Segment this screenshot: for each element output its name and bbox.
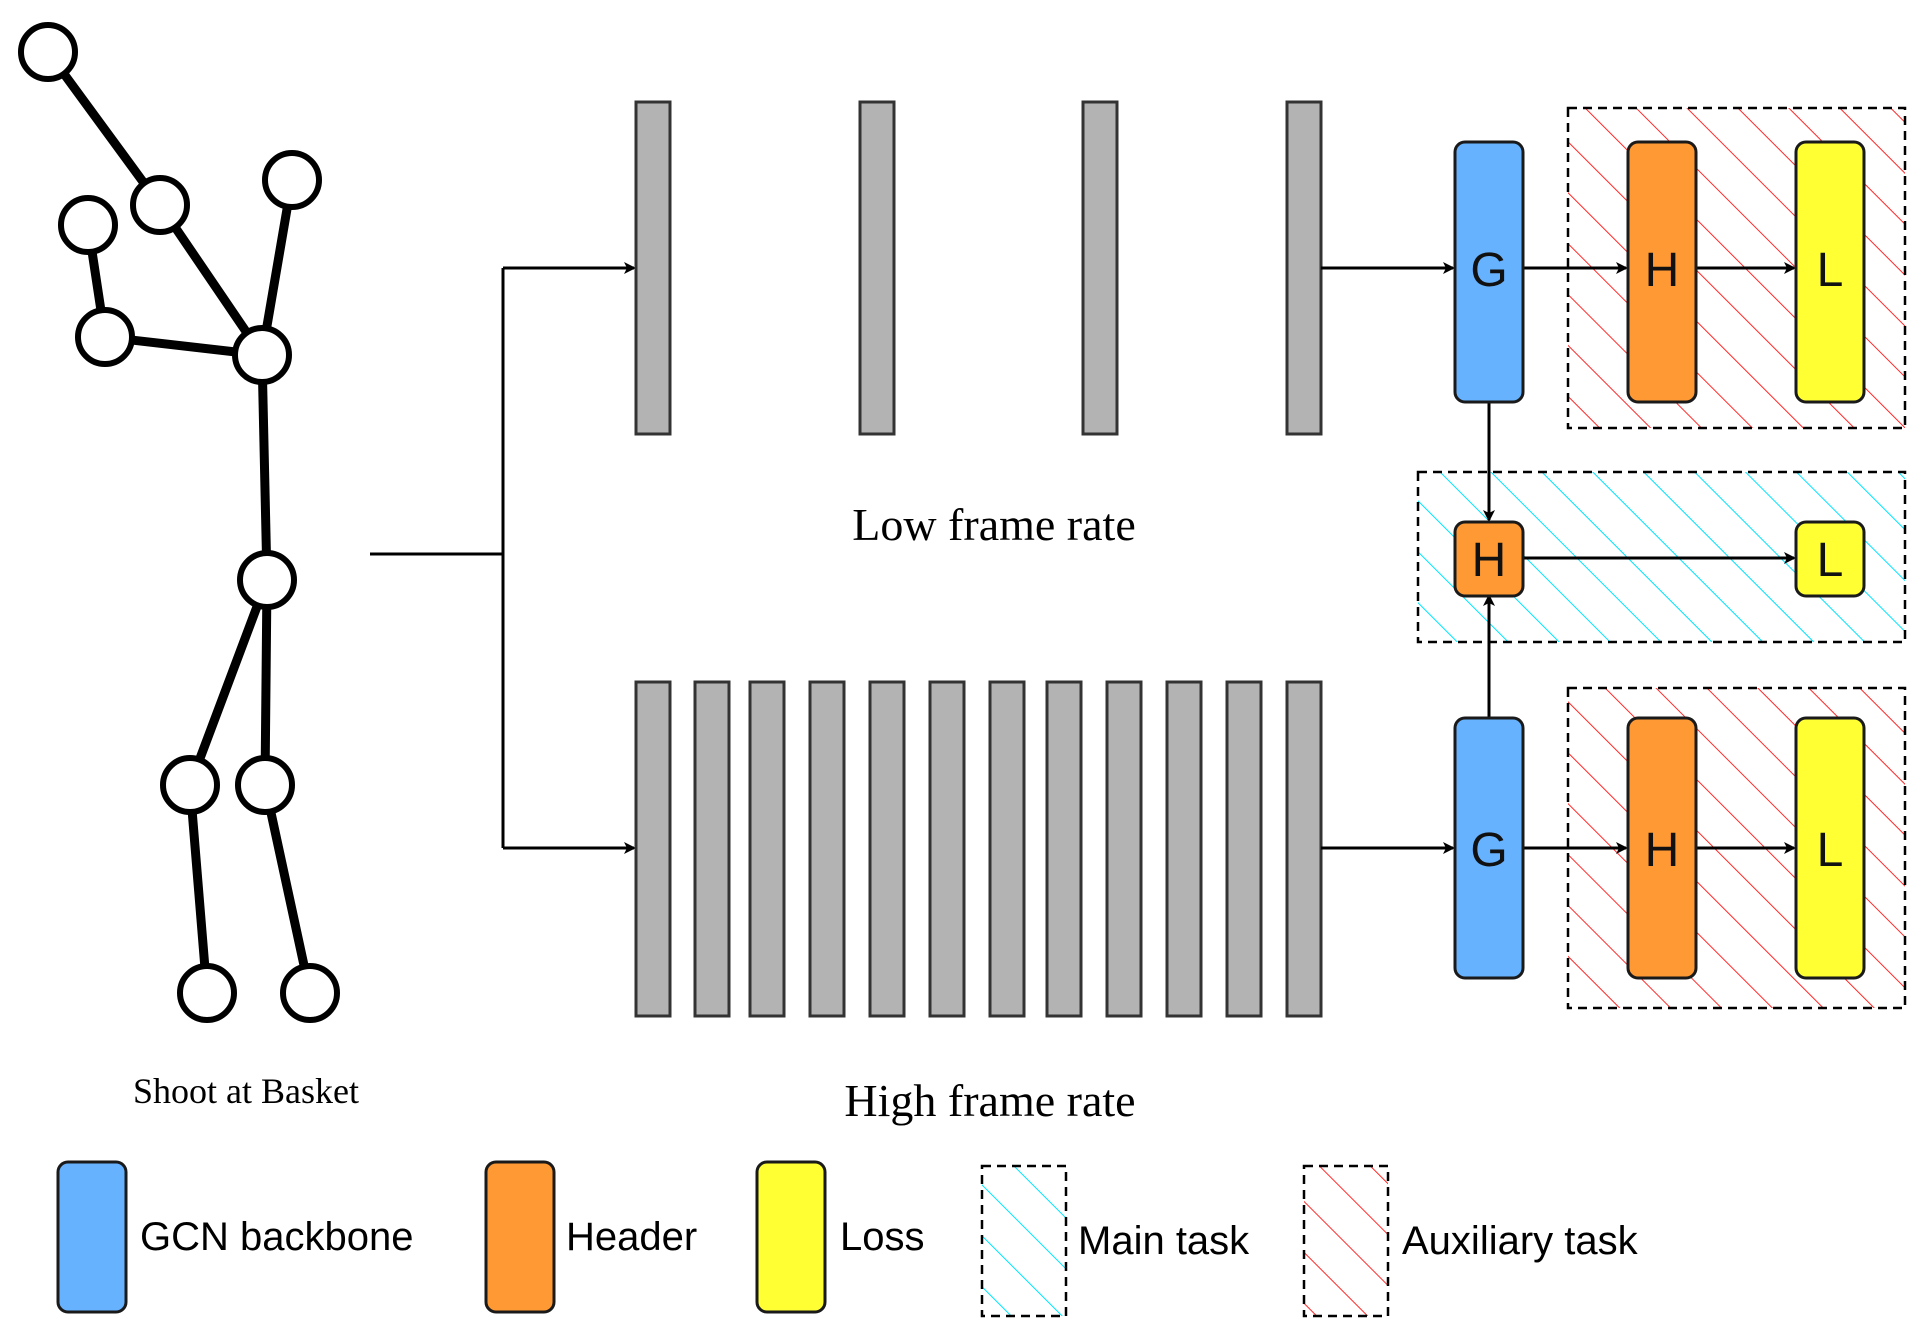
frame-bar bbox=[1045, 680, 1083, 1018]
frame-bar bbox=[1105, 680, 1143, 1018]
main-header-block: H bbox=[1453, 520, 1525, 598]
frame-bar bbox=[1165, 680, 1203, 1018]
skeleton-joint bbox=[237, 550, 297, 610]
legend-label-auxiliary-task: Auxiliary task bbox=[1402, 1219, 1639, 1263]
legend-label-header: Header bbox=[566, 1215, 697, 1259]
legend-label-backbone: GCN backbone bbox=[140, 1215, 413, 1259]
frame-bar bbox=[1285, 680, 1323, 1018]
high-header-letter: H bbox=[1645, 824, 1680, 877]
high-header-block: H bbox=[1626, 716, 1698, 980]
skeleton-joint bbox=[18, 22, 78, 82]
skeleton-joint bbox=[177, 963, 237, 1023]
skeleton-joint bbox=[75, 307, 135, 367]
skeleton-bone bbox=[185, 780, 212, 998]
skeleton-joint bbox=[232, 325, 292, 385]
high-loss-block: L bbox=[1794, 716, 1866, 980]
skeleton-joint bbox=[130, 175, 190, 235]
frame-bar bbox=[1225, 680, 1263, 1018]
split-connector bbox=[370, 262, 636, 854]
skeleton-bone bbox=[260, 780, 315, 998]
low-frame-rate-frames bbox=[634, 100, 1323, 436]
frame-bar bbox=[808, 680, 846, 1018]
frame-bar bbox=[928, 680, 966, 1018]
legend-swatch-loss bbox=[755, 1160, 827, 1314]
high-frame-rate-frames bbox=[634, 680, 1323, 1018]
high-loss-letter: L bbox=[1817, 824, 1844, 877]
skeleton-joint bbox=[280, 963, 340, 1023]
high-backbone-letter: G bbox=[1470, 824, 1507, 877]
skeleton-bone bbox=[43, 47, 165, 210]
skeleton-bone bbox=[257, 350, 272, 585]
legend-item-main-task: Main task bbox=[980, 1164, 1250, 1318]
frame-bar bbox=[1285, 100, 1323, 436]
skeleton-joint bbox=[262, 150, 322, 210]
legend-item-loss: Loss bbox=[755, 1160, 925, 1314]
legend-swatch-backbone bbox=[56, 1160, 128, 1314]
legend-label-loss: Loss bbox=[840, 1215, 925, 1259]
skeleton-bone bbox=[260, 575, 272, 790]
frame-bar bbox=[748, 680, 786, 1018]
skeleton-joints bbox=[18, 22, 340, 1023]
skeleton-caption: Shoot at Basket bbox=[133, 1071, 359, 1111]
legend-item-backbone: GCN backbone bbox=[56, 1160, 413, 1314]
skeleton-bone bbox=[185, 575, 272, 790]
frame-bar bbox=[868, 680, 906, 1018]
legend-swatch-main-task bbox=[980, 1164, 1068, 1318]
frame-bar bbox=[634, 100, 672, 436]
main-loss-block: L bbox=[1794, 520, 1866, 598]
skeleton-joint bbox=[160, 755, 220, 815]
skeleton-bone bbox=[155, 200, 267, 360]
skeleton-joint bbox=[58, 195, 118, 255]
high-frame-rate-label: High frame rate bbox=[844, 1075, 1135, 1126]
main-header-letter: H bbox=[1472, 534, 1507, 587]
legend-swatch-auxiliary-task bbox=[1302, 1164, 1390, 1318]
legend: GCN backbone Header Loss Main task Auxil… bbox=[56, 1160, 1639, 1318]
low-frame-rate-label: Low frame rate bbox=[852, 499, 1136, 550]
skeleton-joint bbox=[235, 755, 295, 815]
low-header-letter: H bbox=[1645, 244, 1680, 297]
legend-item-auxiliary-task: Auxiliary task bbox=[1302, 1164, 1639, 1318]
frame-bar bbox=[693, 680, 731, 1018]
low-backbone-block: G bbox=[1453, 140, 1525, 404]
frame-bar bbox=[988, 680, 1026, 1018]
low-header-block: H bbox=[1626, 140, 1698, 404]
legend-item-header: Header bbox=[484, 1160, 697, 1314]
main-loss-letter: L bbox=[1817, 534, 1844, 587]
legend-label-main-task: Main task bbox=[1078, 1219, 1250, 1263]
low-backbone-letter: G bbox=[1470, 244, 1507, 297]
low-loss-letter: L bbox=[1817, 244, 1844, 297]
high-backbone-block: G bbox=[1453, 716, 1525, 980]
legend-swatch-header bbox=[484, 1160, 556, 1314]
flow-arrows bbox=[1321, 262, 1796, 854]
frame-bar bbox=[858, 100, 896, 436]
frame-bar bbox=[1081, 100, 1119, 436]
low-loss-block: L bbox=[1794, 140, 1866, 404]
frame-bar bbox=[634, 680, 672, 1018]
